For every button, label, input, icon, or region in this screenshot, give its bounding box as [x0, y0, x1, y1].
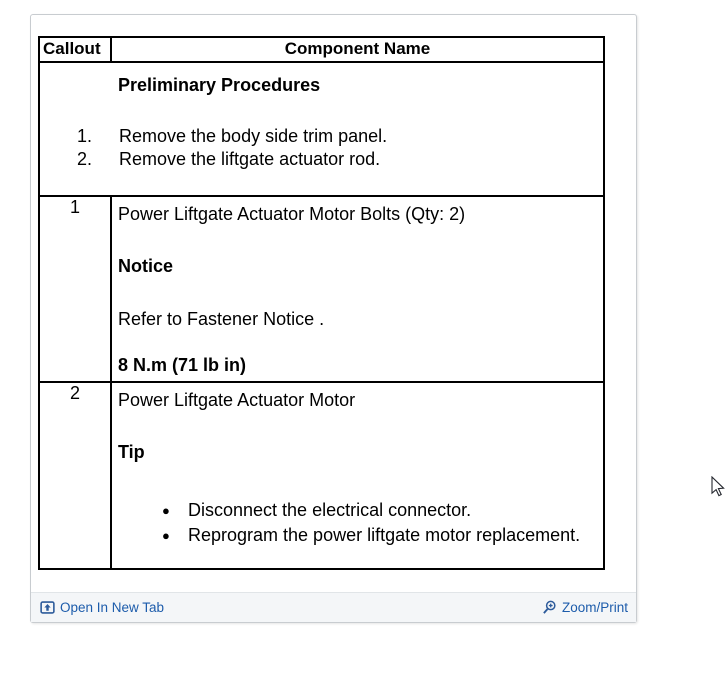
- bullet-text: Disconnect the electrical connector.: [188, 500, 472, 520]
- preliminary-procedures-row: Preliminary Procedures 1. Remove the bod…: [38, 61, 605, 197]
- open-in-new-tab-link[interactable]: Open In New Tab: [40, 600, 164, 615]
- list-item: ● Reprogram the power liftgate motor rep…: [118, 523, 598, 548]
- component-table: Callout Component Name Preliminary Proce…: [38, 36, 605, 570]
- preliminary-procedures-title: Preliminary Procedures: [118, 75, 321, 95]
- notice-text: Refer to Fastener Notice .: [118, 309, 325, 329]
- zoom-print-link[interactable]: Zoom/Print: [542, 600, 628, 615]
- preliminary-steps-list: 1. Remove the body side trim panel. 2. R…: [46, 125, 597, 171]
- panel-footer-bar: Open In New Tab Zoom/Print: [31, 592, 636, 622]
- step-text: Remove the liftgate actuator rod.: [119, 149, 381, 169]
- bullet-text: Reprogram the power liftgate motor repla…: [188, 525, 581, 545]
- list-item: 2. Remove the liftgate actuator rod.: [46, 148, 597, 171]
- component-name: Power Liftgate Actuator Motor: [118, 390, 356, 410]
- table-row: 2 Power Liftgate Actuator Motor Tip ● Di…: [38, 381, 605, 570]
- component-cell-2: Power Liftgate Actuator Motor Tip ● Disc…: [110, 381, 605, 570]
- table-row: 1 Power Liftgate Actuator Motor Bolts (Q…: [38, 195, 605, 383]
- bullet-icon: ●: [162, 528, 170, 543]
- table-header-row: Callout Component Name: [38, 36, 605, 63]
- bullet-icon: ●: [162, 503, 170, 518]
- component-name: Power Liftgate Actuator Motor Bolts (Qty…: [118, 204, 466, 224]
- step-number: 1.: [76, 126, 92, 146]
- step-text: Remove the body side trim panel.: [119, 126, 388, 146]
- tip-bullet-list: ● Disconnect the electrical connector. ●…: [118, 498, 598, 548]
- zoom-print-label: Zoom/Print: [561, 600, 628, 615]
- component-name-column-header: Component Name: [110, 36, 605, 63]
- list-item: 1. Remove the body side trim panel.: [46, 125, 597, 148]
- mouse-cursor-icon: [711, 475, 725, 503]
- list-item: ● Disconnect the electrical connector.: [118, 498, 598, 523]
- open-in-new-tab-label: Open In New Tab: [60, 600, 165, 615]
- zoom-in-icon: [542, 600, 557, 615]
- callout-column-header: Callout: [38, 36, 112, 63]
- component-cell-1: Power Liftgate Actuator Motor Bolts (Qty…: [110, 195, 605, 383]
- callout-number-2: 2: [38, 381, 112, 570]
- tip-label: Tip: [118, 442, 145, 462]
- notice-label: Notice: [118, 256, 174, 276]
- torque-spec: 8 N.m (71 lb in): [118, 355, 247, 375]
- step-number: 2.: [76, 149, 92, 169]
- preliminary-procedures-cell: Preliminary Procedures 1. Remove the bod…: [38, 61, 605, 197]
- content-panel: Callout Component Name Preliminary Proce…: [30, 14, 637, 623]
- open-in-new-tab-icon: [40, 600, 55, 615]
- callout-number-1: 1: [38, 195, 112, 383]
